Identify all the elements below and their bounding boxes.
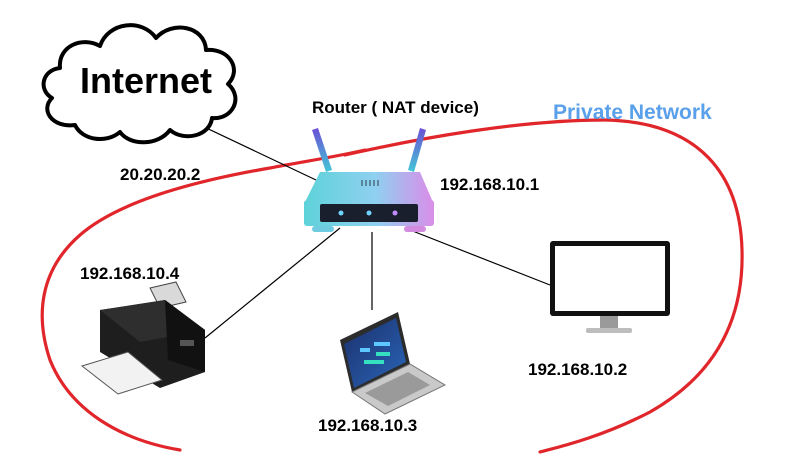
link-router-printer (204, 227, 341, 339)
internet-label: Internet (80, 60, 213, 101)
router-ip-label: 192.168.10.1 (440, 175, 540, 194)
private-network-label: Private Network (553, 101, 712, 124)
link-internet-router (199, 124, 317, 181)
monitor-ip-label: 192.168.10.2 (528, 360, 628, 379)
router-label: Router ( NAT device) (312, 98, 479, 117)
monitor-icon (550, 241, 670, 333)
internet-cloud (41, 23, 238, 145)
private-network-boundary (40, 118, 744, 454)
router-icon (304, 128, 434, 232)
wan-ip-label: 20.20.20.2 (120, 165, 201, 184)
printer-icon (80, 281, 205, 395)
laptop-ip-label: 192.168.10.3 (318, 416, 418, 435)
link-router-monitor (404, 227, 551, 286)
printer-ip-label: 192.168.10.4 (80, 264, 180, 283)
laptop-icon (340, 312, 447, 415)
